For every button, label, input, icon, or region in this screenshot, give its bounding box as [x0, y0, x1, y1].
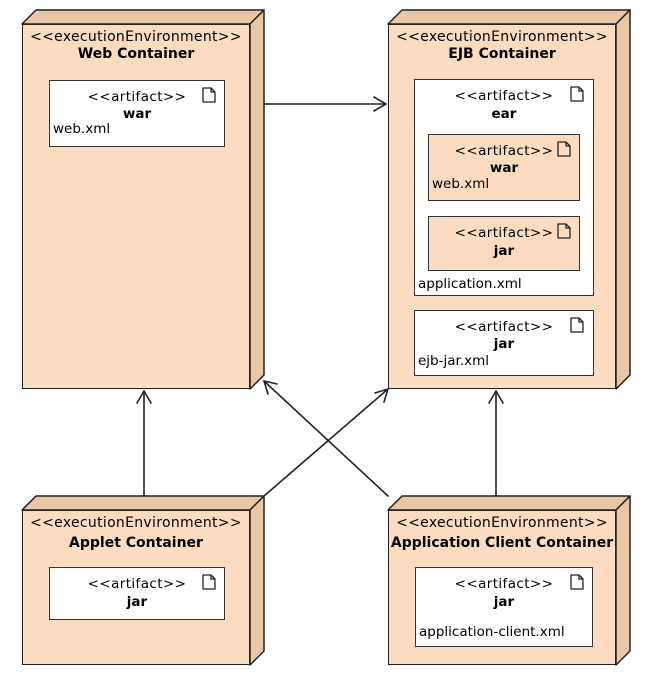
- artifact-stereotype: <<artifact>>: [87, 89, 187, 105]
- applet-container-stereotype: <<executionEnvironment>>: [30, 515, 242, 531]
- connector-applet-to-ejb: [263, 388, 389, 497]
- artifact-name: war: [122, 106, 152, 122]
- artifact-file: web.xml: [53, 121, 111, 137]
- ejb-container-node: <<executionEnvironment>> EJB Container <…: [388, 24, 616, 389]
- artifact-stereotype: <<artifact>>: [454, 319, 554, 335]
- applet-jar-artifact: <<artifact>> jar: [49, 567, 225, 620]
- web-container-depth: [21, 9, 265, 390]
- document-icon: [202, 574, 216, 590]
- artifact-stereotype: <<artifact>>: [454, 88, 554, 104]
- appclient-container-node: <<executionEnvironment>> Application Cli…: [388, 510, 616, 665]
- artifact-file: application.xml: [418, 276, 522, 292]
- artifact-stereotype: <<artifact>>: [87, 576, 187, 592]
- connector-web-to-ejb: [263, 96, 387, 112]
- appclient-container-title: Application Client Container: [390, 535, 614, 551]
- artifact-name: jar: [493, 243, 515, 259]
- artifact-stereotype: <<artifact>>: [454, 576, 554, 592]
- artifact-file: ejb-jar.xml: [418, 353, 490, 369]
- web-war-artifact: <<artifact>> war web.xml: [49, 80, 225, 147]
- ejb-container-stereotype: <<executionEnvironment>>: [396, 29, 608, 45]
- document-icon: [570, 86, 584, 102]
- ejb-container-title: EJB Container: [448, 46, 556, 62]
- appclient-container-depth: [387, 495, 631, 666]
- applet-container-node: <<executionEnvironment>> Applet Containe…: [22, 510, 250, 665]
- artifact-name: jar: [126, 594, 148, 610]
- ear-war-artifact: <<artifact>> war web.xml: [428, 134, 580, 201]
- artifact-stereotype: <<artifact>>: [454, 143, 554, 159]
- artifact-name: war: [489, 160, 519, 176]
- artifact-name: ear: [491, 106, 517, 122]
- ejb-jar-artifact: <<artifact>> jar ejb-jar.xml: [414, 310, 594, 376]
- connector-appclient-to-web: [263, 380, 389, 497]
- appclient-container-stereotype: <<executionEnvironment>>: [396, 515, 608, 531]
- document-icon: [570, 317, 584, 333]
- connector-appclient-to-ejb: [488, 390, 504, 497]
- applet-container-title: Applet Container: [69, 535, 203, 551]
- client-jar-artifact: <<artifact>> jar application-client.xml: [415, 567, 593, 647]
- artifact-name: jar: [493, 336, 515, 352]
- ear-jar-artifact: <<artifact>> jar: [428, 216, 580, 271]
- document-icon: [570, 574, 584, 590]
- web-container-title: Web Container: [77, 46, 195, 62]
- ejb-container-depth: [387, 9, 631, 390]
- document-icon: [202, 87, 216, 103]
- artifact-file: application-client.xml: [419, 624, 565, 640]
- document-icon: [557, 141, 571, 157]
- connector-applet-to-web: [136, 390, 152, 497]
- web-container-node: <<executionEnvironment>> Web Container <…: [22, 24, 250, 389]
- ear-artifact: <<artifact>> ear <<artifact>> war web.xm…: [414, 79, 594, 296]
- artifact-stereotype: <<artifact>>: [454, 225, 554, 241]
- document-icon: [557, 223, 571, 239]
- artifact-name: jar: [493, 594, 515, 610]
- artifact-file: web.xml: [432, 176, 490, 192]
- web-container-stereotype: <<executionEnvironment>>: [30, 29, 242, 45]
